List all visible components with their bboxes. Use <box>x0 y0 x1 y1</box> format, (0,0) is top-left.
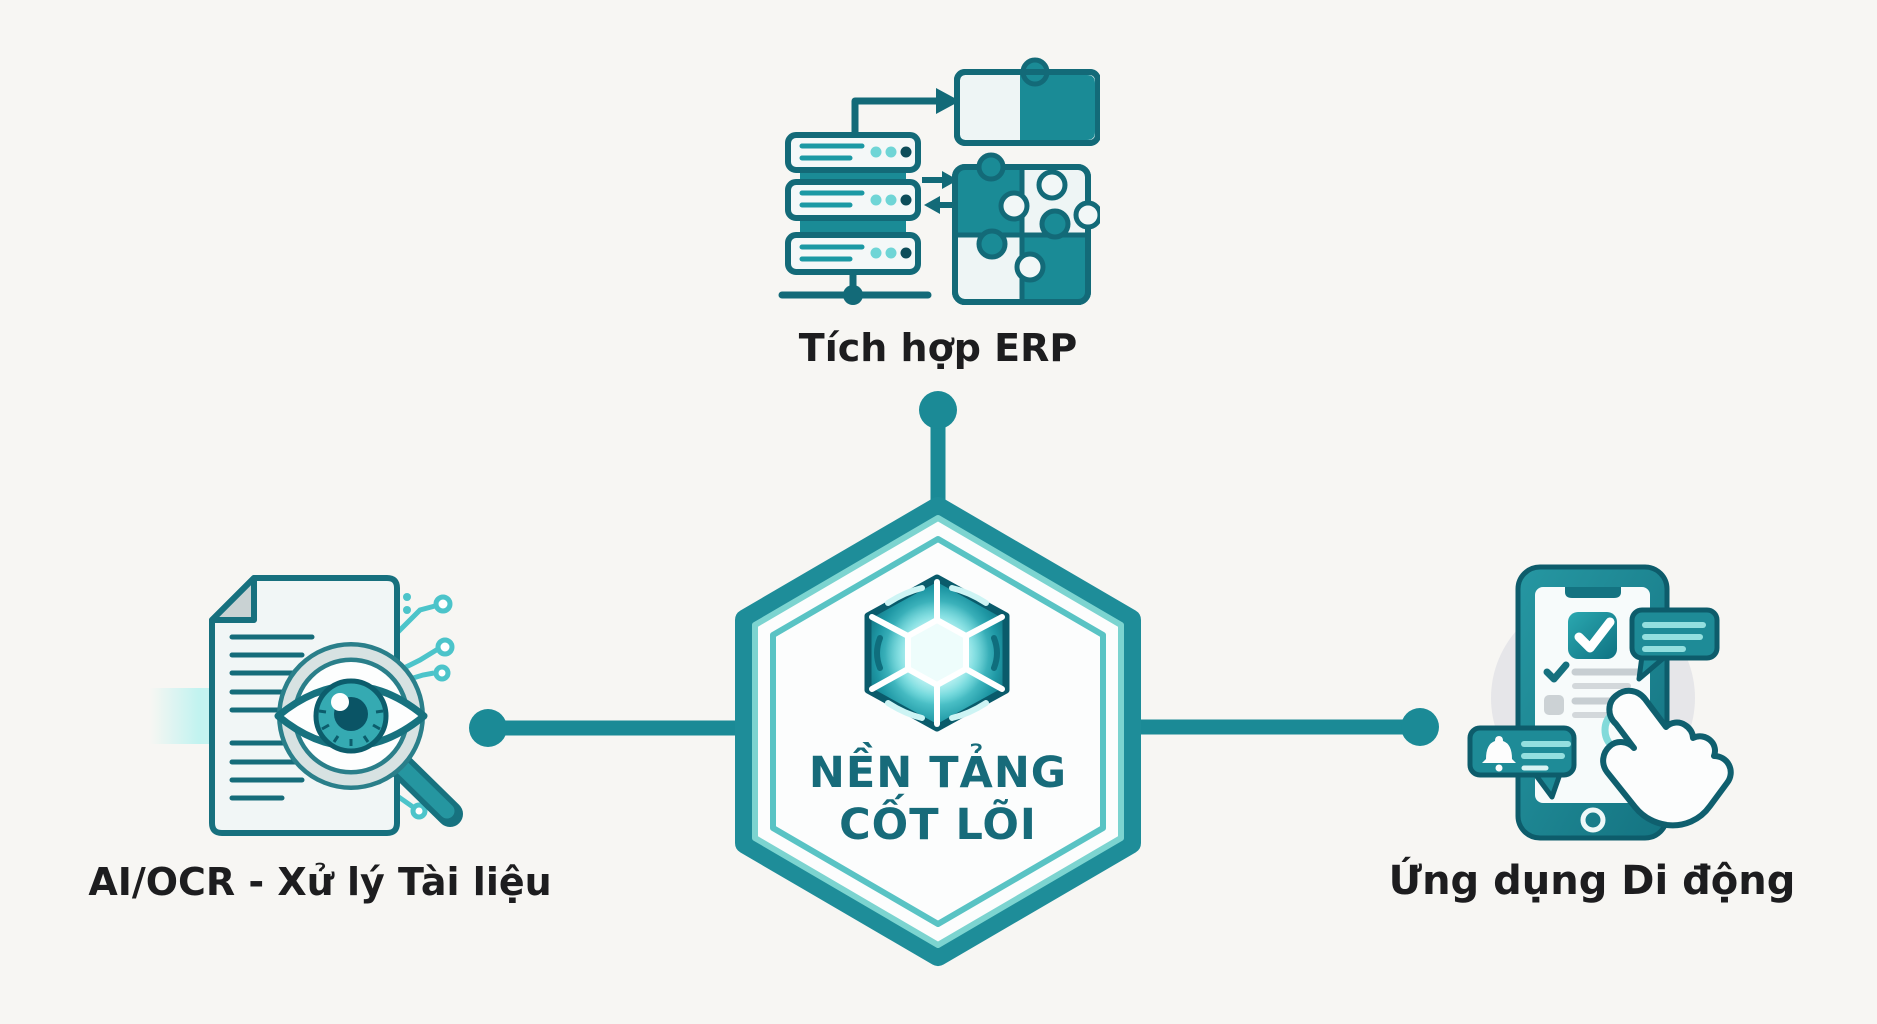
core-title-line1: NỀN TẢNG <box>808 748 1068 798</box>
checked-item-icon <box>1543 661 1570 683</box>
connector-left-dot <box>469 709 507 747</box>
check-icon <box>1574 617 1615 653</box>
ai-ocr-document-icon <box>150 575 463 836</box>
core-hexagon-border <box>735 497 1141 966</box>
core-title-line2: CỐT LÕI <box>839 800 1037 851</box>
puzzle-knobs <box>976 152 1100 283</box>
document-folded-corner <box>209 575 257 623</box>
connector-right-dot <box>1401 708 1439 746</box>
server-base-node <box>843 285 863 305</box>
ai-eye <box>274 678 428 754</box>
core-hexagon-accent-line <box>752 515 1124 948</box>
puzzle-group <box>952 152 1100 305</box>
notification-lines <box>1521 741 1571 771</box>
core-hexagon-inner-outline <box>770 536 1106 927</box>
core-platform-title: NỀN TẢNG CỐT LÕI <box>809 747 1067 852</box>
gem-hexagon-icon <box>864 574 1010 732</box>
connector-dots <box>469 391 1439 747</box>
circuit-dots <box>403 593 411 614</box>
iris-ticks <box>318 709 384 746</box>
connector-top-dot <box>919 391 957 429</box>
mobile-app-icon <box>1467 564 1734 841</box>
bell-icon <box>1482 736 1516 772</box>
unchecked-item-icon <box>1544 695 1564 715</box>
hand-cursor <box>1600 687 1734 829</box>
server-status-dots <box>870 146 912 259</box>
node-label-ai-ocr: AI/OCR - Xử lý Tài liệu <box>88 860 552 904</box>
puzzle-piece-top <box>954 57 1100 146</box>
server-detail-lines <box>799 143 865 262</box>
server-stack <box>785 132 921 275</box>
notification-bubble <box>1467 725 1577 800</box>
home-button <box>1580 807 1606 833</box>
chat-bubble <box>1629 607 1720 682</box>
erp-integration-icon <box>778 57 1100 305</box>
chat-bubble-lines <box>1642 622 1706 652</box>
node-label-erp: Tích hợp ERP <box>798 326 1078 370</box>
node-label-mobile: Ứng dụng Di động <box>1388 858 1796 904</box>
check-app-tile <box>1568 612 1617 659</box>
eye-highlight <box>331 693 349 711</box>
phone-notch <box>1565 587 1621 598</box>
